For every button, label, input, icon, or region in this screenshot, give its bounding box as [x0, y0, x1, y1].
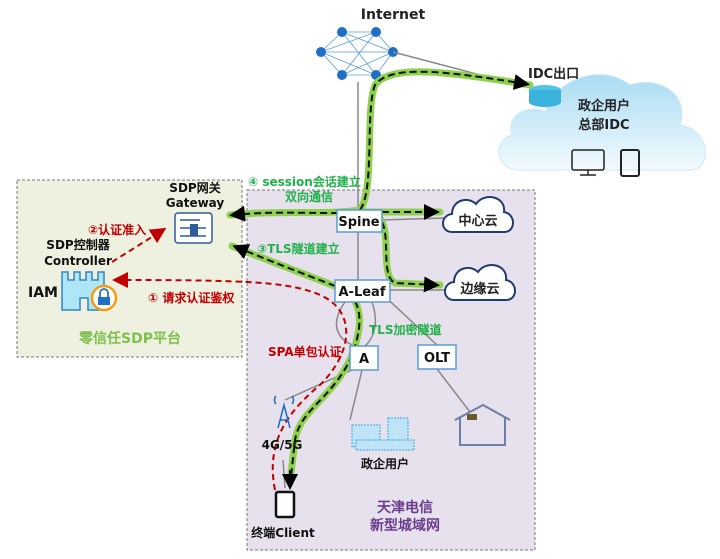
olt-node: OLT: [417, 344, 457, 370]
gateway-label-line1: SDP网关: [169, 180, 220, 195]
svg-text:边缘云: 边缘云: [459, 281, 499, 297]
sdp-platform-title: 零信任SDP平台: [78, 330, 181, 347]
monitor-icon: [571, 149, 605, 176]
client-phone-icon: [274, 490, 296, 519]
svg-text:A: A: [359, 352, 369, 367]
home-icon: [454, 403, 511, 446]
svg-text:A-Leaf: A-Leaf: [339, 285, 386, 300]
step2-label: ②认证准入: [88, 222, 146, 237]
iam-label: IAM: [28, 285, 58, 301]
a-node: A: [349, 345, 379, 371]
metro-network-box: [246, 189, 536, 551]
enterprise-building-icon: [351, 417, 415, 451]
gateway-label-line2: Gateway: [166, 196, 225, 210]
client-label: 终端Client: [251, 525, 315, 540]
spine-node: Spine: [336, 209, 383, 233]
idc-exit-label: IDC出口: [528, 66, 579, 82]
idc-title-line2: 总部IDC: [578, 117, 629, 133]
step4-label-line1: ④ session会话建立: [248, 174, 361, 189]
spa-label: SPA单包认证: [268, 344, 342, 359]
gateway-icon: [174, 212, 213, 244]
lock-icon: [90, 284, 118, 312]
tablet-icon: [620, 149, 640, 177]
internet-mesh-icon: [316, 27, 398, 80]
metro-title-line2: 新型城域网: [370, 517, 440, 534]
idc-cloud: IDC出口 政企用户 总部IDC: [498, 66, 706, 177]
step1-label: ① 请求认证鉴权: [148, 290, 235, 305]
svg-text:中心云: 中心云: [458, 213, 497, 229]
internet-label: Internet: [361, 7, 426, 23]
a-leaf-node: A-Leaf: [334, 279, 391, 303]
metro-title-line1: 天津电信: [377, 499, 433, 516]
mobile-label: 4G/5G: [262, 438, 303, 452]
step3-label: ③TLS隧道建立: [257, 241, 340, 256]
edge-cloud: 边缘云: [444, 264, 516, 301]
controller-label-line1: SDP控制器: [46, 237, 110, 252]
controller-label-line2: Controller: [44, 254, 112, 268]
svg-text:OLT: OLT: [424, 351, 450, 366]
svg-text:Spine: Spine: [338, 215, 379, 230]
idc-title-line1: 政企用户: [578, 98, 630, 114]
enterprise-user-label: 政企用户: [361, 456, 409, 471]
tls-tunnel-label: TLS加密隧道: [369, 322, 441, 337]
cell-tower-icon: [273, 395, 295, 429]
step4-label-line2: 双向通信: [285, 189, 333, 204]
center-cloud: 中心云: [442, 196, 514, 233]
sdp-platform-box: [16, 179, 243, 358]
red-auth-paths: [111, 227, 348, 491]
